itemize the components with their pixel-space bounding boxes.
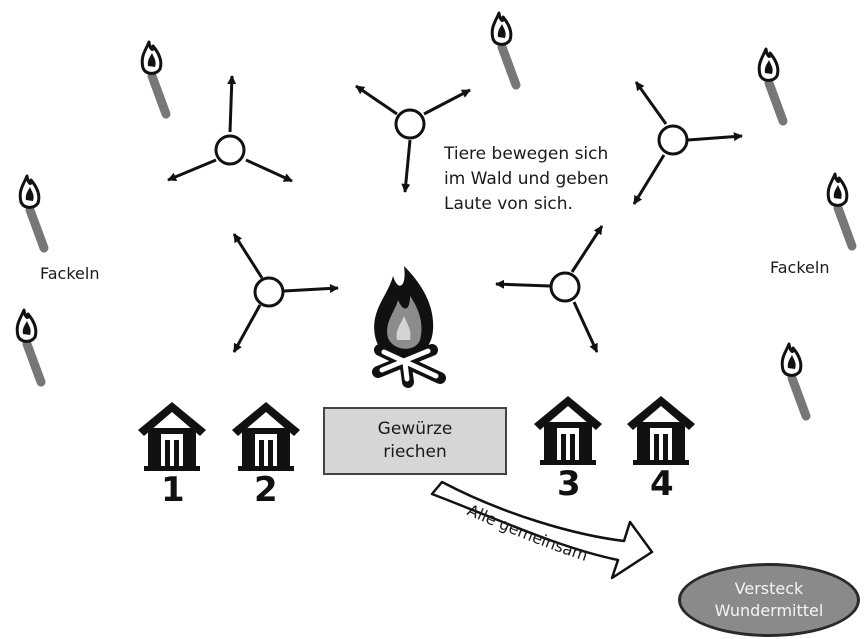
- torches-label-left: Fackeln: [40, 264, 100, 283]
- torches-label-right: Fackeln: [770, 258, 830, 277]
- animals-note-line: Tiere bewegen sich: [444, 144, 609, 164]
- animals-note: Tiere bewegen sich im Wald und geben Lau…: [444, 142, 609, 217]
- animal-node-icon: [355, 84, 471, 193]
- torch-icon: [142, 42, 166, 114]
- animals-note-line: im Wald und geben: [444, 169, 609, 189]
- animal-node-icon: [632, 81, 743, 205]
- spices-box: Gewürze riechen: [323, 407, 507, 475]
- animal-node-icon: [495, 225, 604, 353]
- torch-icon: [20, 176, 44, 248]
- torch-icon: [828, 174, 852, 246]
- animals-note-line: Laute von sich.: [444, 194, 573, 214]
- house-icon: [627, 396, 695, 465]
- house-number: 3: [557, 464, 581, 504]
- house-icon: [232, 402, 300, 471]
- torch-icon: [759, 49, 783, 121]
- torch-icon: [17, 310, 41, 382]
- spices-label-line: riechen: [383, 442, 447, 462]
- torch-icon: [492, 13, 516, 85]
- house-icon: [534, 396, 602, 465]
- hideout-label-line: Versteck: [734, 579, 804, 598]
- house-icon: [138, 402, 206, 471]
- torch-icon: [782, 344, 806, 416]
- campfire-icon: [372, 266, 446, 388]
- spices-label-line: Gewürze: [377, 419, 453, 439]
- hideout-label-line: Wundermittel: [714, 601, 824, 620]
- house-number: 1: [161, 470, 185, 510]
- house-number: 4: [650, 464, 674, 504]
- curved-arrow-icon: Alle gemeinsam: [430, 480, 654, 580]
- animal-node-icon: [167, 75, 293, 183]
- animal-node-icon: [232, 233, 339, 353]
- house-number: 2: [254, 470, 278, 510]
- hideout-ellipse: Versteck Wundermittel: [678, 563, 860, 637]
